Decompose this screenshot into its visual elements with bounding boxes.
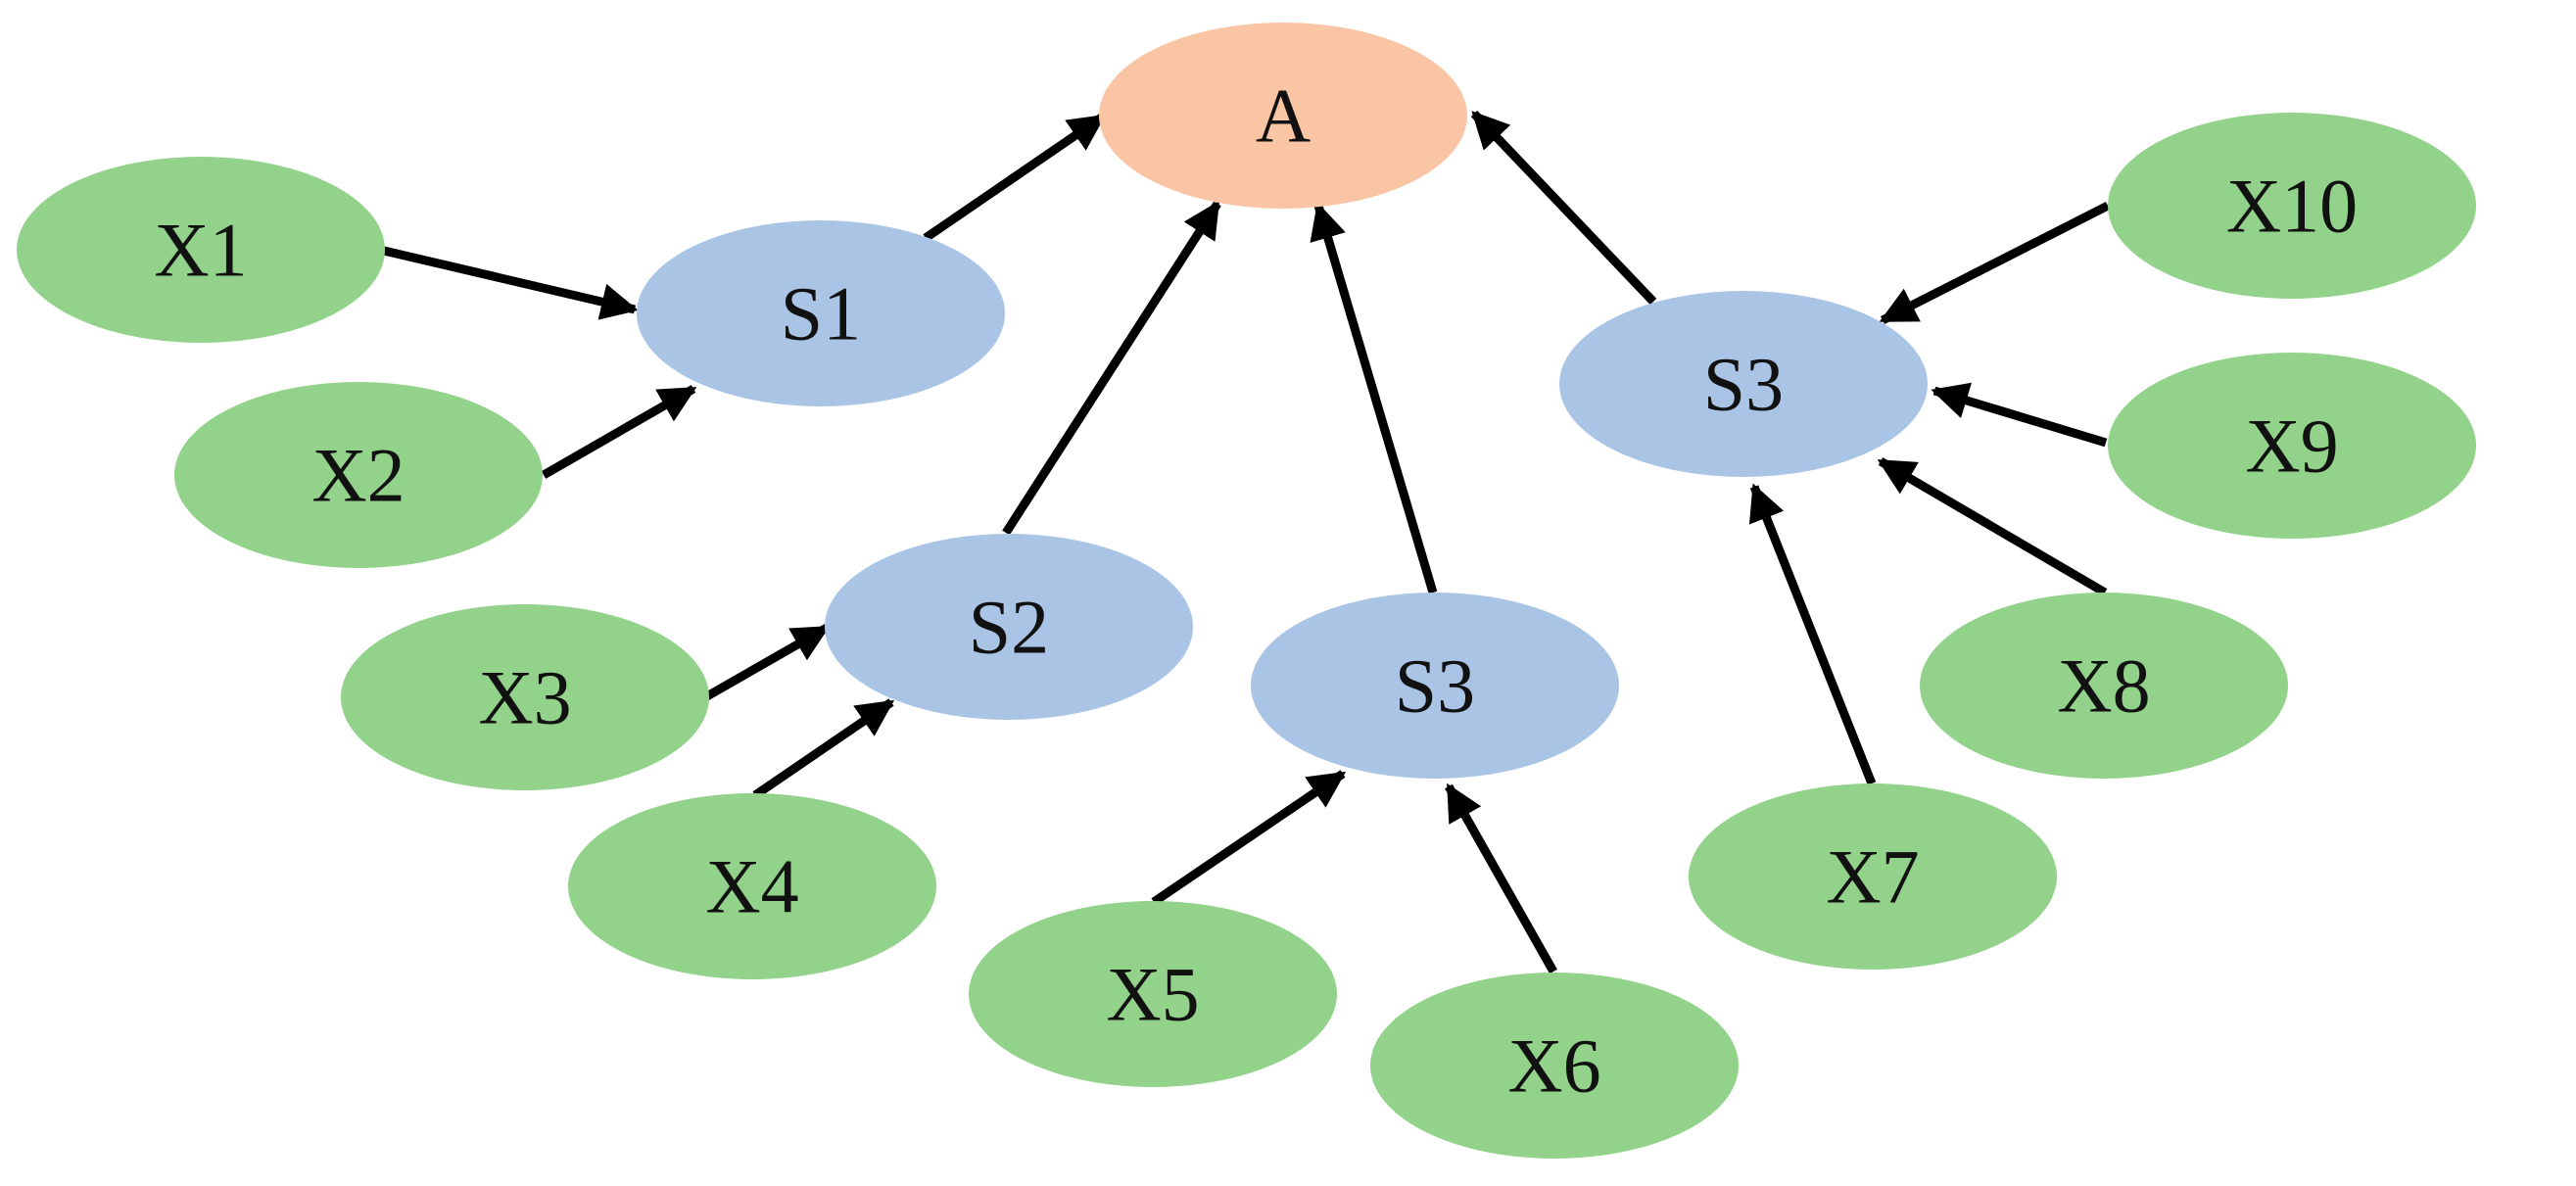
edges-layer bbox=[382, 110, 2111, 974]
node-s3a-shape bbox=[1251, 593, 1619, 779]
node-x2-label: X2 bbox=[311, 433, 405, 518]
edge-s3b-a bbox=[1470, 110, 1657, 306]
node-x8: X8 bbox=[1920, 593, 2288, 779]
node-x3-shape bbox=[341, 604, 709, 790]
edge-x6-s3a bbox=[1445, 783, 1557, 974]
node-x2-shape bbox=[174, 382, 543, 568]
node-s3a-label: S3 bbox=[1395, 643, 1475, 729]
node-x5-label: X5 bbox=[1106, 952, 1199, 1037]
node-x4-label: X4 bbox=[705, 844, 798, 929]
edge-x8-s3b bbox=[1877, 457, 2108, 596]
node-x7-label: X7 bbox=[1826, 834, 1919, 920]
node-s3a: S3 bbox=[1251, 593, 1619, 779]
node-x9: X9 bbox=[2108, 353, 2476, 539]
node-s2-shape bbox=[825, 534, 1193, 720]
edge-x2-s1 bbox=[541, 385, 697, 479]
edge-s3a-a bbox=[1310, 202, 1438, 594]
node-s3b-label: S3 bbox=[1703, 342, 1784, 427]
node-x5-shape bbox=[969, 901, 1337, 1087]
node-x9-shape bbox=[2108, 353, 2476, 539]
node-x9-label: X9 bbox=[2245, 403, 2338, 489]
node-x7-shape bbox=[1689, 783, 2057, 970]
edge-s1-a bbox=[923, 113, 1107, 242]
node-s2-label: S2 bbox=[969, 585, 1049, 670]
node-s1: S1 bbox=[637, 220, 1005, 406]
node-s3b-shape bbox=[1559, 291, 1928, 477]
edge-x1-s1 bbox=[382, 246, 639, 320]
node-a-shape bbox=[1099, 23, 1467, 209]
node-x6: X6 bbox=[1370, 973, 1739, 1159]
edge-x10-s3b bbox=[1879, 201, 2111, 325]
node-x1-label: X1 bbox=[154, 208, 247, 293]
edge-x5-s3a bbox=[1151, 770, 1347, 906]
node-x10-label: X10 bbox=[2226, 164, 2358, 249]
edge-x7-s3b bbox=[1748, 483, 1877, 785]
node-x8-label: X8 bbox=[2057, 643, 2150, 729]
node-s2: S2 bbox=[825, 534, 1193, 720]
node-x1-shape bbox=[17, 157, 385, 343]
node-x2: X2 bbox=[174, 382, 543, 568]
node-x8-shape bbox=[1920, 593, 2288, 779]
node-x3: X3 bbox=[341, 604, 709, 790]
node-s1-shape bbox=[637, 220, 1005, 406]
edge-s2-a bbox=[1002, 200, 1221, 536]
node-x1: X1 bbox=[17, 157, 385, 343]
node-x4: X4 bbox=[568, 793, 936, 979]
node-x6-label: X6 bbox=[1507, 1023, 1600, 1109]
node-x7: X7 bbox=[1689, 783, 2057, 970]
edge-x9-s3b bbox=[1931, 382, 2108, 448]
node-s1-label: S1 bbox=[781, 271, 861, 356]
node-x10: X10 bbox=[2108, 113, 2476, 299]
node-x3-label: X3 bbox=[478, 655, 571, 740]
node-s3b: S3 bbox=[1559, 291, 1928, 477]
node-x10-shape bbox=[2108, 113, 2476, 299]
node-a: A bbox=[1099, 23, 1467, 209]
edge-x3-s2 bbox=[702, 624, 831, 701]
node-x6-shape bbox=[1370, 973, 1739, 1159]
node-a-label: A bbox=[1256, 73, 1311, 159]
node-x4-shape bbox=[568, 793, 936, 979]
edge-x4-s2 bbox=[752, 698, 895, 799]
node-x5: X5 bbox=[969, 901, 1337, 1087]
